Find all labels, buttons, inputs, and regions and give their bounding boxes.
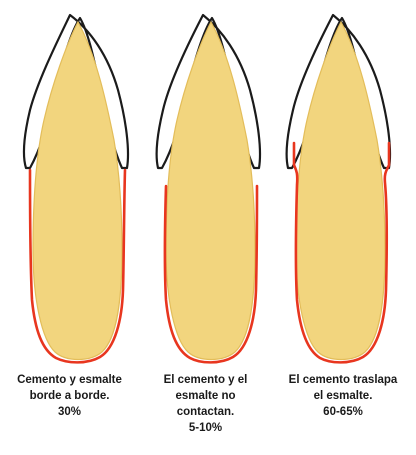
caption-line: El cemento traslapa: [270, 372, 416, 388]
tooth-overlap: [287, 15, 390, 362]
caption-line: esmalte no: [136, 388, 275, 404]
caption-percentage: 60-65%: [270, 404, 416, 420]
caption-gap: El cemento y el esmalte no contactan. 5-…: [136, 372, 275, 436]
caption-line: el esmalte.: [270, 388, 416, 404]
caption-percentage: 5-10%: [136, 420, 275, 436]
caption-line: borde a borde.: [0, 388, 139, 404]
caption-overlap: El cemento traslapa el esmalte. 60-65%: [270, 372, 416, 420]
caption-percentage: 30%: [0, 404, 139, 420]
caption-edge-to-edge: Cemento y esmalte borde a borde. 30%: [0, 372, 139, 420]
tooth-gap: [157, 15, 260, 362]
caption-line: contactan.: [136, 404, 275, 420]
caption-line: Cemento y esmalte: [0, 372, 139, 388]
caption-line: El cemento y el: [136, 372, 275, 388]
tooth-edge-to-edge: [24, 15, 128, 362]
